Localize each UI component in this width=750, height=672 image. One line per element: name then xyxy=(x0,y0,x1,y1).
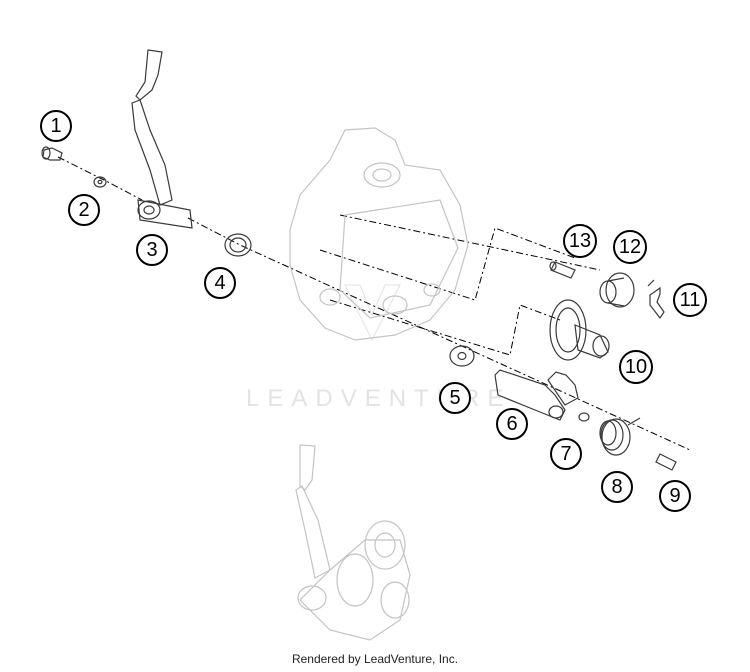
washer-large xyxy=(449,345,475,367)
torsion-spring xyxy=(599,417,641,456)
kickstart-lever xyxy=(131,49,193,229)
kick-gear xyxy=(599,272,635,308)
washer-small xyxy=(93,176,107,188)
assembled-view xyxy=(295,444,411,641)
circlip xyxy=(647,279,665,320)
callout-label: 4 xyxy=(214,272,225,294)
callout-label: 8 xyxy=(611,476,622,498)
callout-12: 12 xyxy=(613,230,647,264)
leader-lines xyxy=(57,156,691,451)
callout-3: 3 xyxy=(136,234,168,266)
intermediate-gear xyxy=(549,299,610,361)
callout-label: 7 xyxy=(560,443,571,465)
callout-label: 6 xyxy=(506,413,517,435)
callout-5: 5 xyxy=(439,382,471,414)
callout-11: 11 xyxy=(673,283,707,317)
callout-7: 7 xyxy=(550,438,582,470)
callout-label: 1 xyxy=(50,115,61,137)
callout-label: 11 xyxy=(680,289,701,311)
watermark-logo: LEADVENTURE xyxy=(246,284,511,412)
callout-label: 3 xyxy=(146,239,157,261)
callout-9: 9 xyxy=(659,480,691,512)
callout-4: 4 xyxy=(204,267,236,299)
callout-label: 13 xyxy=(569,230,591,252)
callout-label: 2 xyxy=(78,199,89,221)
callout-6: 6 xyxy=(496,408,528,440)
shaft-seal xyxy=(224,233,252,257)
callout-label: 12 xyxy=(619,236,641,258)
callout-10: 10 xyxy=(619,350,653,384)
callout-8: 8 xyxy=(601,471,633,503)
callout-label: 9 xyxy=(669,485,680,507)
callout-label: 5 xyxy=(449,387,460,409)
idler-pin xyxy=(549,261,576,279)
dowel-pin xyxy=(655,453,677,471)
watermark-text: LEADVENTURE xyxy=(246,385,511,412)
kick-shaft xyxy=(494,369,579,421)
callout-1: 1 xyxy=(40,110,72,142)
footer-credit: Rendered by LeadVenture, Inc. xyxy=(291,652,459,666)
bolt xyxy=(41,146,63,161)
callout-label: 10 xyxy=(625,356,647,378)
crankcase-cover xyxy=(289,127,469,341)
callout-13: 13 xyxy=(563,224,597,258)
callout-2: 2 xyxy=(68,194,100,226)
spring-washer xyxy=(578,412,590,422)
